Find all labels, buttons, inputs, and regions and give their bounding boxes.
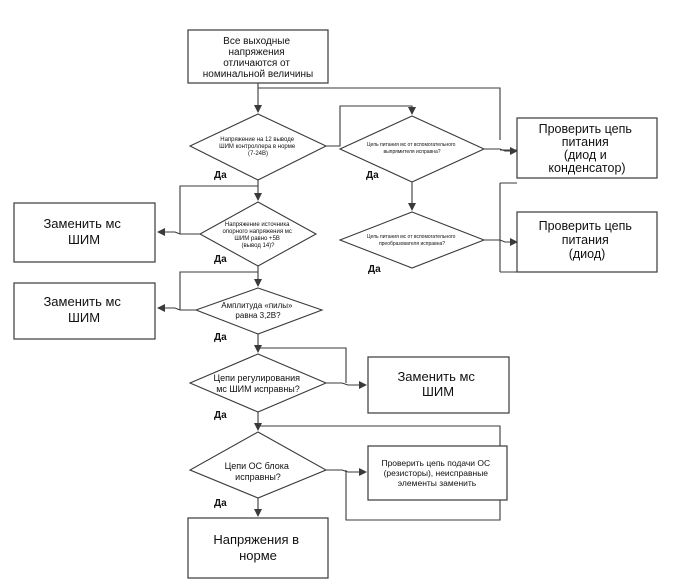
connector-q2-to-replace1 <box>157 228 200 236</box>
yes-label-aux: Да <box>366 170 379 181</box>
decision-reg-text: Цепи регулирования мс ШИМ исправны? <box>213 373 302 394</box>
box-replace-1-text: Заменить мс ШИМ <box>43 216 124 247</box>
yes-label-3: Да <box>214 332 227 343</box>
decision-fb-text: Цепи ОС блока исправны? <box>225 461 292 482</box>
box-replace-1: Заменить мс ШИМ <box>13 202 156 263</box>
box-check-diode-cap-text: Проверить цепь питания (диод и конденсат… <box>539 122 636 175</box>
box-check-diode-cap: Проверить цепь питания (диод и конденсат… <box>516 117 658 179</box>
connector-q1-to-qaux <box>326 105 416 147</box>
box-check-fb-text: Проверить цепь подачи ОС (резисторы), не… <box>381 458 492 488</box>
decision-reg-shape <box>188 353 328 413</box>
yes-label-2: Да <box>214 254 227 265</box>
box-check-diode-shape <box>516 211 658 273</box>
end-text: Напряжения в норме <box>213 532 302 563</box>
yes-label-1: Да <box>214 170 227 181</box>
box-replace-3-text: Заменить мс ШИМ <box>397 369 478 399</box>
connector-q4-to-replace3 <box>326 381 367 389</box>
decision-ref-text: Напряжение источника опорного напряжения… <box>222 222 293 249</box>
decision-fb: Цепи ОС блока исправны? Да <box>188 431 328 509</box>
decision-saw-text: Амплитуда «пилы» равна 3,2В? <box>221 301 294 320</box>
decision-reg: Цепи регулирования мс ШИМ исправны? Да <box>188 353 328 421</box>
decision-pwm12-shape <box>188 113 328 181</box>
box-replace-2-text: Заменить мс ШИМ <box>43 294 124 325</box>
connector-qaux-to-check1 <box>484 147 518 155</box>
start-text: Все выходные напряжения отличаются от но… <box>203 36 313 80</box>
box-check-diode: Проверить цепь питания (диод) <box>516 211 658 273</box>
box-check-diode-cap-shape <box>516 117 658 179</box>
box-replace-3: Заменить мс ШИМ <box>367 356 510 414</box>
connector-loop-q5 <box>258 425 501 521</box>
decision-conv-shape <box>338 211 486 269</box>
connector-qconv-to-check2 <box>484 238 518 246</box>
connectors <box>157 83 518 521</box>
decision-aux-shape <box>338 115 486 183</box>
connector-q3-to-replace2 <box>157 304 196 312</box>
decision-conv-text: Цепь питания мс от вспомогательного прео… <box>367 234 457 247</box>
connector-loop-top <box>258 87 501 140</box>
yes-label-5: Да <box>214 498 227 509</box>
end-node: Напряжения в норме <box>187 517 329 579</box>
decision-aux-text: Цепь питания мс от вспомогательного выпр… <box>367 142 457 155</box>
yes-label-4: Да <box>214 410 227 421</box>
box-replace-2: Заменить мс ШИМ <box>13 282 156 340</box>
decision-aux: Цепь питания мс от вспомогательного выпр… <box>338 115 486 183</box>
connector-q5-to-checkfb <box>326 468 367 476</box>
connector-loop-q2 <box>179 185 258 234</box>
box-replace-1-shape <box>13 202 156 263</box>
decision-ref: Напряжение источника опорного напряжения… <box>198 201 318 267</box>
decision-fb-shape <box>188 431 328 499</box>
box-check-fb-shape <box>367 445 508 501</box>
connector-loop-q3 <box>179 271 258 310</box>
yes-label-conv: Да <box>368 264 381 275</box>
box-replace-3-shape <box>367 356 510 414</box>
start-node: Все выходные напряжения отличаются от но… <box>187 29 329 84</box>
decision-pwm12-text: Напряжение на 12 выводе ШИМ контроллера … <box>219 137 297 157</box>
decision-saw-shape <box>194 287 324 335</box>
decision-saw: Амплитуда «пилы» равна 3,2В? Да <box>194 287 324 343</box>
connector-loop-q4 <box>258 347 347 383</box>
start-box <box>187 29 329 84</box>
box-check-diode-text: Проверить цепь питания (диод) <box>539 219 636 261</box>
box-check-fb: Проверить цепь подачи ОС (резисторы), не… <box>367 445 508 501</box>
box-replace-2-shape <box>13 282 156 340</box>
end-box <box>187 517 329 579</box>
decision-ref-shape <box>198 201 318 267</box>
decision-pwm12: Напряжение на 12 выводе ШИМ контроллера … <box>188 113 328 181</box>
decision-conv: Цепь питания мс от вспомогательного прео… <box>338 211 486 275</box>
